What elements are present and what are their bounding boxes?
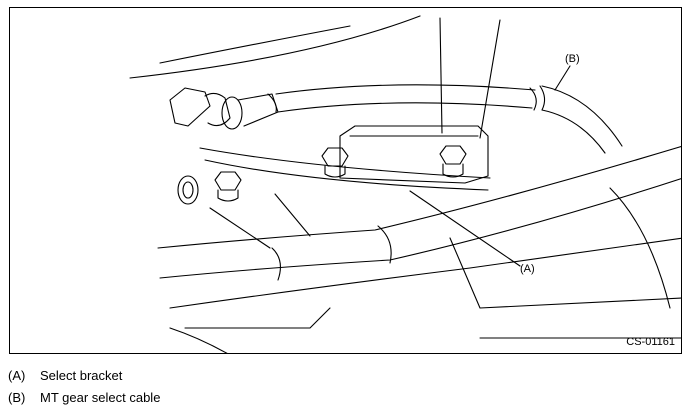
body-line-1 xyxy=(169,237,681,309)
body-line-7 xyxy=(274,193,311,237)
body-line-3 xyxy=(449,237,681,309)
lower-hose-upper xyxy=(157,146,681,249)
body-line-5 xyxy=(609,187,671,309)
select-cable-upper xyxy=(275,84,536,95)
bolt-far-left xyxy=(177,175,199,205)
select-cable-clamp xyxy=(529,87,537,111)
select-cable-continue-1 xyxy=(541,85,623,147)
select-cable-lower xyxy=(277,102,533,113)
cable-boot-neck xyxy=(204,92,231,127)
vertical-line-left xyxy=(439,17,443,134)
callout-label-b: (B) xyxy=(565,53,580,65)
vertical-line-right xyxy=(479,19,501,139)
bolt-right xyxy=(439,145,467,178)
lower-hose-collar-1 xyxy=(271,247,281,281)
cable-boot xyxy=(169,87,211,127)
select-bracket-lower2 xyxy=(204,159,489,191)
bolt-left xyxy=(214,171,242,202)
cable-grommet xyxy=(221,96,243,130)
lower-hose-collar-2 xyxy=(377,225,392,264)
upper-panel-curve xyxy=(129,15,421,79)
select-cable-continue-2 xyxy=(541,109,606,154)
legend-item-a: (A) Select bracket xyxy=(8,368,122,383)
upper-panel-outline xyxy=(159,25,351,64)
figure-id: CS-01161 xyxy=(626,336,675,348)
body-line-6 xyxy=(209,207,271,249)
select-bracket-plate xyxy=(339,125,489,184)
legend-label: MT gear select cable xyxy=(40,390,161,405)
select-cable-clamp2 xyxy=(539,85,546,111)
legend-item-b: (B) MT gear select cable xyxy=(8,390,160,405)
cable-sleeve-end xyxy=(267,93,277,113)
body-line-8 xyxy=(169,327,228,353)
legend-key: (B) xyxy=(8,390,26,405)
body-line-2 xyxy=(184,307,331,329)
leader-line-b xyxy=(554,65,571,91)
legend-key: (A) xyxy=(8,368,26,383)
leader-line-a xyxy=(409,190,521,267)
bolt-center xyxy=(321,147,349,178)
diagram-frame: (A) (B) CS-01161 xyxy=(9,7,682,354)
callout-label-a: (A) xyxy=(520,263,535,275)
legend-label: Select bracket xyxy=(40,368,123,383)
mechanical-illustration xyxy=(129,15,681,353)
